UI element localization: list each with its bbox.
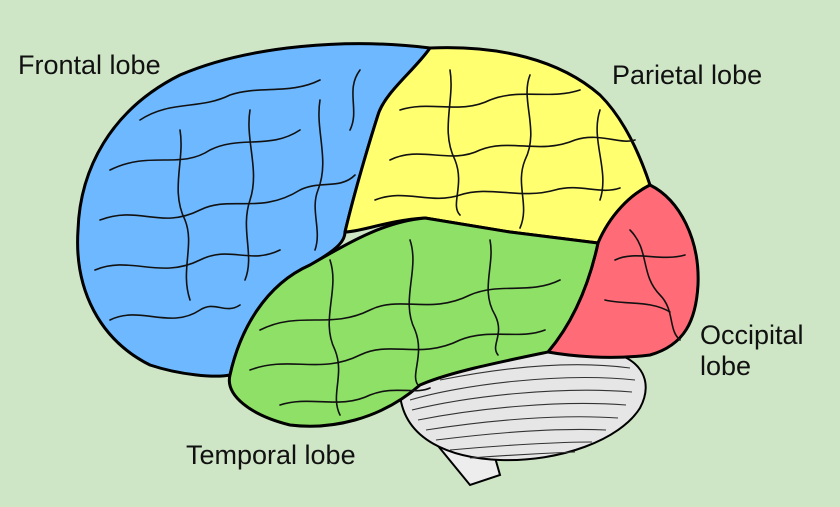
occipital-lobe — [546, 183, 700, 359]
occipital-lobe-label: Occipital lobe — [700, 320, 804, 382]
parietal-temporal-boundary — [424, 217, 599, 244]
cerebellum-folia — [409, 364, 636, 459]
frontal-lobe-label: Frontal lobe — [18, 50, 161, 80]
temporal-lobe-label: Temporal lobe — [186, 440, 356, 470]
temporal-lobe — [227, 216, 600, 428]
gyri-lines — [94, 69, 686, 416]
parietal-lobe-label: Parietal lobe — [612, 60, 763, 90]
occipital-label-line2: lobe — [700, 351, 752, 382]
occipital-label-line1: Occipital — [700, 320, 804, 350]
